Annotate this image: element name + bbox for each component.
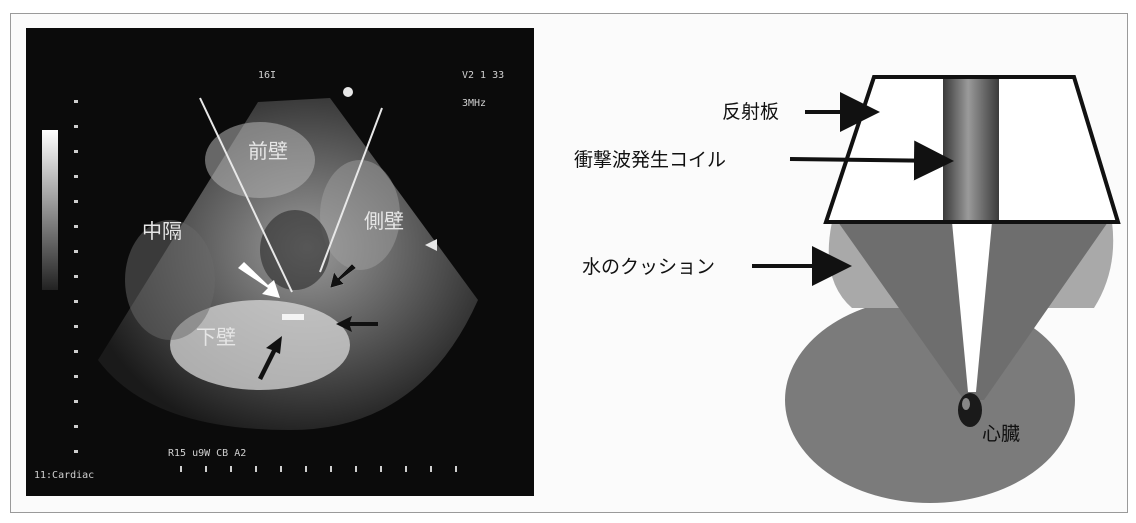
depth-ruler-left — [74, 100, 78, 453]
grayscale-bar — [42, 130, 58, 290]
label-heart: 心臓 — [982, 423, 1020, 445]
target-focus-spot — [282, 314, 304, 320]
label-septum: 中隔 — [142, 219, 182, 243]
device-diagram: 反射板 衝撃波発生コイル 水のクッション 心臓 — [574, 77, 1118, 503]
coil-pointer-arrow — [790, 159, 950, 161]
label-lateral-wall: 側壁 — [364, 209, 404, 233]
overlay-top-center: 16I — [258, 70, 276, 81]
label-anterior-wall: 前壁 — [248, 139, 288, 163]
label-inferior-wall: 下壁 — [196, 325, 236, 349]
overlay-top-right-1: V2 1 33 — [462, 70, 504, 81]
label-reflector: 反射板 — [722, 101, 779, 123]
heart-highlight — [962, 398, 970, 410]
label-coil: 衝撃波発生コイル — [574, 149, 726, 171]
heart-focus-icon — [958, 393, 982, 427]
overlay-bottom-params: R15 u9W CB A2 — [168, 448, 246, 459]
overlay-top-right-2: 3MHz — [462, 98, 486, 109]
lv-cavity — [260, 210, 330, 290]
shockwave-coil — [943, 79, 999, 220]
label-water-cushion: 水のクッション — [582, 256, 715, 278]
ultrasound-image: 前壁 中隔 側壁 下壁 R15 u9W CB A2 11:Cardiac 16I… — [26, 28, 534, 496]
overlay-bottom-left: 11:Cardiac — [34, 470, 94, 481]
orientation-marker — [343, 87, 353, 97]
